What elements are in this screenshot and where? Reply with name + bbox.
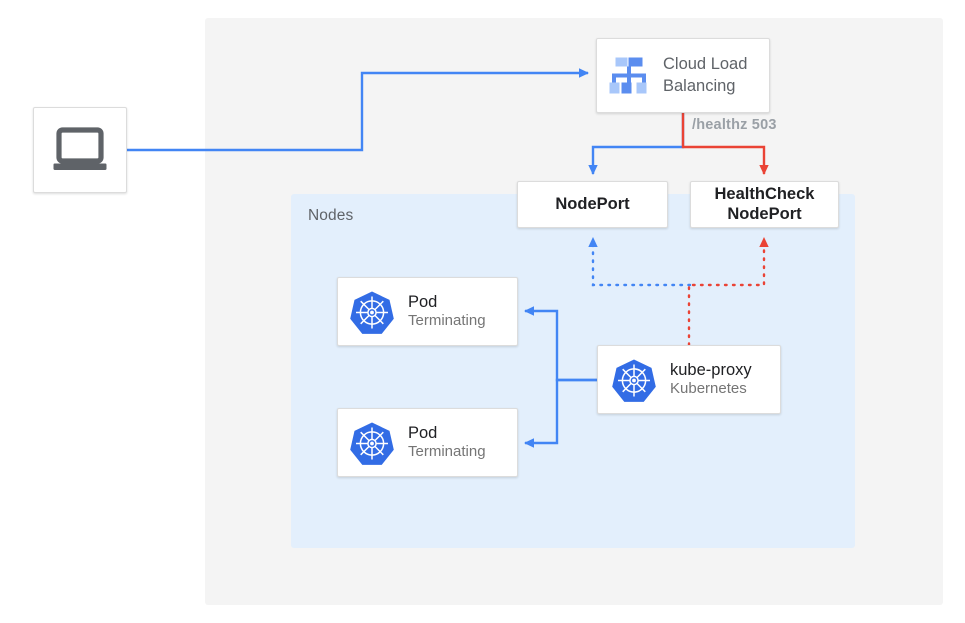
cloud-load-balancing-line-2: Balancing [663, 76, 736, 95]
kubernetes-icon [350, 291, 394, 334]
pod-2-status: Terminating [408, 443, 486, 461]
healthcheck-nodeport-line-2: NodePort [727, 204, 802, 223]
pod-1-text: Pod Terminating [408, 292, 486, 331]
kube-proxy-title: kube-proxy [670, 360, 752, 379]
pod-2-text: Pod Terminating [408, 423, 486, 462]
pod-node-2[interactable]: Pod Terminating [337, 408, 518, 477]
nodeport-node[interactable]: NodePort [517, 181, 668, 228]
kube-proxy-node[interactable]: kube-proxy Kubernetes [597, 345, 781, 414]
healthcheck-nodeport-label: HealthCheck NodePort [715, 185, 815, 225]
nodes-panel-label: Nodes [308, 207, 354, 224]
kubernetes-icon [350, 422, 394, 465]
cloud-load-balancing-node[interactable]: Cloud Load Balancing [596, 38, 770, 113]
client-node[interactable] [33, 107, 127, 193]
healthcheck-nodeport-node[interactable]: HealthCheck NodePort [690, 181, 839, 228]
pod-1-status: Terminating [408, 312, 486, 330]
pod-node-1[interactable]: Pod Terminating [337, 277, 518, 346]
laptop-icon [53, 127, 107, 170]
kube-proxy-subtitle: Kubernetes [670, 380, 747, 398]
cloud-load-balancing-line-1: Cloud Load [663, 54, 748, 73]
nodeport-label: NodePort [555, 194, 630, 213]
pod-1-title: Pod [408, 292, 438, 311]
healthcheck-nodeport-line-1: HealthCheck [714, 184, 815, 203]
pod-2-title: Pod [408, 423, 438, 442]
cloud-load-balancing-icon [609, 57, 647, 93]
cloud-load-balancing-label: Cloud Load Balancing [663, 54, 747, 98]
healthz-status-label: /healthz 503 [692, 117, 777, 133]
kubernetes-icon [612, 359, 656, 402]
kube-proxy-text: kube-proxy Kubernetes [670, 360, 752, 399]
